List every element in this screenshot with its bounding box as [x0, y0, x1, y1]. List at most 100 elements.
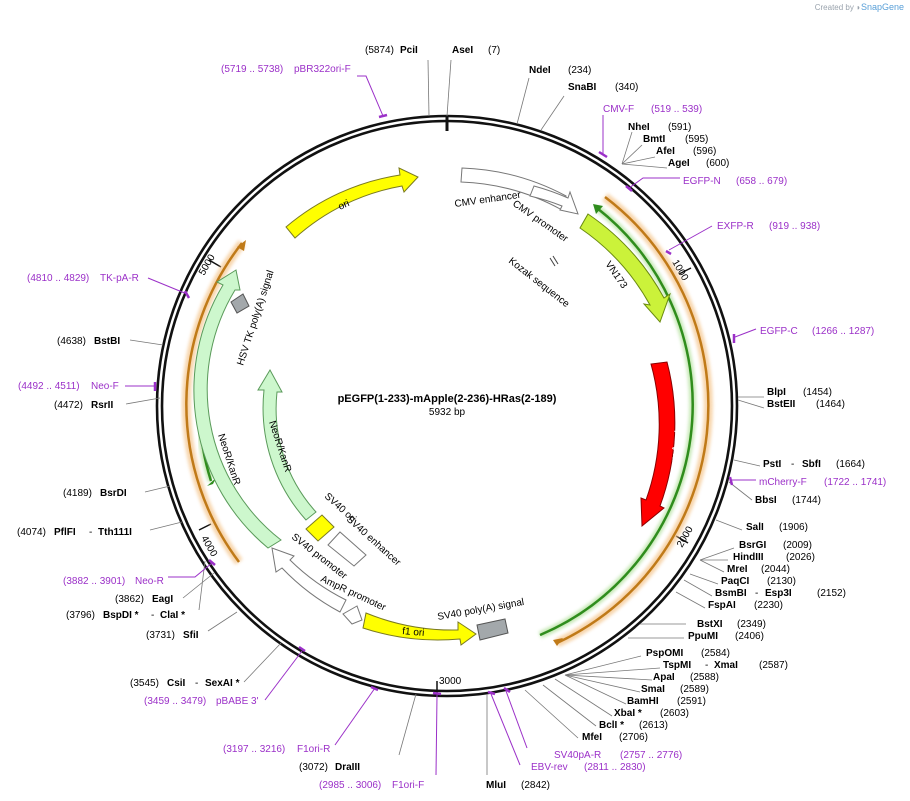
label-f1ori-f-pos: (2985 .. 3006): [319, 780, 381, 791]
label-tk-pa-r[interactable]: TK-pA-R: [100, 273, 139, 284]
tick-4000: [198, 523, 212, 531]
label-mfei[interactable]: MfeI: [582, 732, 602, 743]
label-ase[interactable]: AseI: [452, 45, 473, 56]
feature-sv40-polya-label: SV40 poly(A) signal: [437, 597, 525, 623]
label-cmv-f[interactable]: CMV-F: [603, 104, 634, 115]
label-bsmbi[interactable]: BsmBI: [715, 588, 747, 599]
feature-neo-2[interactable]: [257, 368, 317, 521]
label-f1ori-r[interactable]: F1ori-R: [297, 744, 330, 755]
label-bbs[interactable]: BbsI: [755, 495, 777, 506]
label-draiii-pos: (3072): [299, 762, 328, 773]
label-blp-pos: (1454): [803, 387, 832, 398]
label-mlui[interactable]: MluI: [486, 780, 506, 791]
label-sbf[interactable]: SbfI: [802, 459, 821, 470]
label-xmai[interactable]: XmaI: [714, 660, 738, 671]
label-bsteii[interactable]: BstEII: [767, 399, 796, 410]
label-csii[interactable]: CsiI: [167, 678, 186, 689]
label-bsteii-pos: (1464): [816, 399, 845, 410]
snapgene-credit: Created by ◗SnapGene: [815, 2, 904, 12]
label-pbabe[interactable]: pBABE 3': [216, 696, 259, 707]
feature-cmv-promoter[interactable]: [529, 185, 579, 215]
feature-f1ori[interactable]: [362, 612, 477, 646]
feature-kozak-label: Kozak sequence: [506, 256, 571, 310]
label-exfp-r[interactable]: EXFP-R: [717, 221, 754, 232]
plasmid-name: pEGFP(1-233)-mApple(2-236)-HRas(2-189): [338, 393, 557, 405]
label-tth111i[interactable]: Tth111I: [98, 527, 132, 538]
label-pci[interactable]: PciI: [400, 45, 418, 56]
label-paqci[interactable]: PaqCI: [721, 576, 750, 587]
label-mfei-pos: (2706): [619, 732, 648, 743]
label-bsrdi[interactable]: BsrDI: [100, 488, 127, 499]
label-afe[interactable]: AfeI: [656, 146, 675, 157]
tick-5000: [208, 259, 222, 268]
label-nhe[interactable]: NheI: [628, 122, 650, 133]
feature-kozak-mark[interactable]: [549, 257, 556, 267]
label-pflfi[interactable]: PflFI: [54, 527, 76, 538]
label-mre[interactable]: MreI: [727, 564, 748, 575]
label-esp3i[interactable]: Esp3I: [765, 588, 792, 599]
label-fspai-pos: (2230): [754, 600, 783, 611]
orf-arcs: [181, 193, 713, 648]
label-xbai[interactable]: XbaI *: [614, 708, 642, 719]
feature-sv40-ori[interactable]: [305, 514, 335, 542]
label-bspdi[interactable]: BspDI *: [103, 610, 139, 621]
label-mcherry-f[interactable]: mCherry-F: [759, 477, 807, 488]
label-pst[interactable]: PstI: [763, 459, 782, 470]
label-bstxi[interactable]: BstXI: [697, 619, 723, 630]
label-nde[interactable]: NdeI: [529, 65, 551, 76]
label-draiii[interactable]: DraIII: [335, 762, 360, 773]
feature-sv40-polya[interactable]: [476, 618, 509, 641]
label-age-pos: (600): [706, 158, 729, 169]
label-apai[interactable]: ApaI: [653, 672, 675, 683]
feature-sv40-promoter[interactable]: [271, 547, 347, 613]
label-rsrii[interactable]: RsrII: [91, 400, 113, 411]
label-mlui-pos: (2842): [521, 780, 550, 791]
label-sexai[interactable]: SexAI *: [205, 678, 240, 689]
label-bcli[interactable]: BclI *: [599, 720, 624, 731]
label-hindiii[interactable]: HindIII: [733, 552, 764, 563]
feature-hsv-tk-polya-label: HSV TK poly(A) signal: [235, 269, 276, 367]
label-bmt[interactable]: BmtI: [643, 134, 665, 145]
label-eagi[interactable]: EagI: [152, 594, 173, 605]
feature-sv40-enhancer[interactable]: [327, 531, 367, 567]
label-fspai[interactable]: FspAI: [708, 600, 736, 611]
label-age[interactable]: AgeI: [668, 158, 690, 169]
label-pci-pos: (5874): [365, 45, 394, 56]
label-ppumi[interactable]: PpuMI: [688, 631, 718, 642]
label-sal[interactable]: SalI: [746, 522, 764, 533]
feature-mapple[interactable]: [640, 361, 676, 528]
ruler-ticks: 1000 2000 3000 4000 5000: [197, 252, 696, 694]
label-bstbi[interactable]: BstBI: [94, 336, 120, 347]
label-ebv-rev[interactable]: EBV-rev: [531, 762, 568, 773]
label-neo-r[interactable]: Neo-R: [135, 576, 164, 587]
feature-hsv-tk-polya[interactable]: [230, 293, 250, 314]
label-sfii-pos: (3731): [146, 630, 175, 641]
label-snab[interactable]: SnaBI: [568, 82, 597, 93]
orf-right-outer: [556, 196, 710, 645]
label-bcli-pos: (2613): [639, 720, 668, 731]
label-neo-f[interactable]: Neo-F: [91, 381, 119, 392]
feature-neo-1[interactable]: [193, 269, 282, 549]
label-smai[interactable]: SmaI: [641, 684, 665, 695]
feature-vn173[interactable]: [579, 213, 671, 323]
feature-ori[interactable]: [285, 167, 419, 239]
label-pspomi[interactable]: PspOMI: [646, 648, 683, 659]
label-f1ori-f[interactable]: F1ori-F: [392, 780, 424, 791]
label-pbr322ori-f[interactable]: pBR322ori-F: [294, 64, 351, 75]
label-mre-pos: (2044): [761, 564, 790, 575]
label-sfii[interactable]: SfiI: [183, 630, 199, 641]
label-bamhi[interactable]: BamHI: [627, 696, 659, 707]
label-egfp-c[interactable]: EGFP-C: [760, 326, 798, 337]
label-bsrgi[interactable]: BsrGI: [739, 540, 766, 551]
label-bsrdi-pos: (4189): [63, 488, 92, 499]
label-blp[interactable]: BlpI: [767, 387, 786, 398]
label-sv40pa-r[interactable]: SV40pA-R: [554, 750, 601, 761]
label-bstxi-pos: (2349): [737, 619, 766, 630]
label-egfp-n[interactable]: EGFP-N: [683, 176, 721, 187]
label-clai[interactable]: ClaI *: [160, 610, 185, 621]
label-tspmi[interactable]: TspMI: [663, 660, 691, 671]
label-bamhi-pos: (2591): [677, 696, 706, 707]
feature-ampr-promoter[interactable]: [342, 605, 363, 625]
label-cmv-f-pos: (519 .. 539): [651, 104, 702, 115]
